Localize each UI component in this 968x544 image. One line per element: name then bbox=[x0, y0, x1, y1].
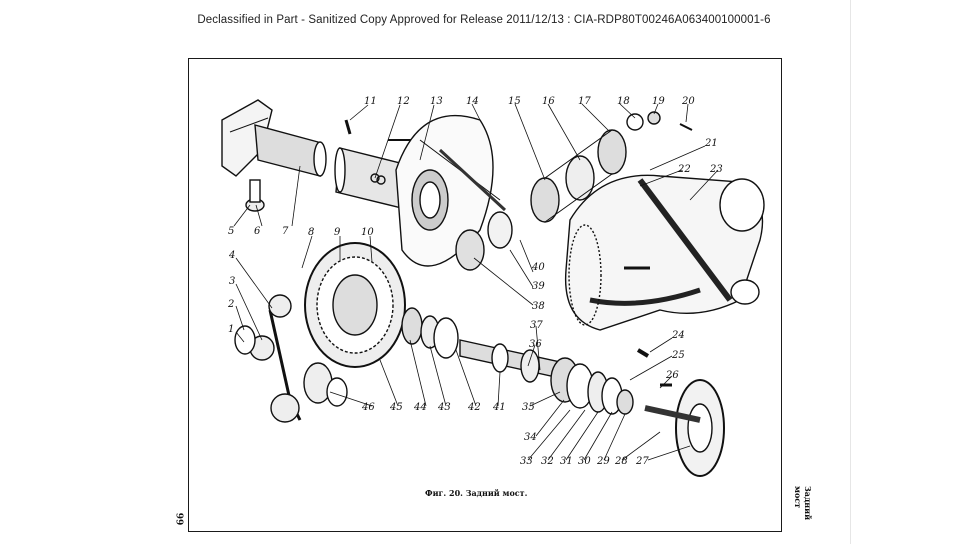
callout-26: 26 bbox=[665, 370, 679, 381]
callout-4: 4 bbox=[228, 250, 235, 261]
leader-lines bbox=[233, 103, 719, 461]
callout-17: 17 bbox=[578, 96, 591, 107]
callout-1: 1 bbox=[228, 324, 234, 335]
callout-19: 19 bbox=[652, 96, 665, 107]
running-header-vertical: Задний мост bbox=[793, 486, 813, 521]
drive-pinion-shaft bbox=[459, 339, 561, 383]
right-margin bbox=[850, 0, 968, 544]
callout-30: 30 bbox=[578, 456, 591, 467]
spider-gears bbox=[234, 294, 302, 423]
callout-24: 24 bbox=[671, 330, 685, 341]
callout-10: 10 bbox=[361, 227, 374, 238]
ring-gear bbox=[304, 242, 406, 368]
callout-9: 9 bbox=[334, 227, 341, 238]
callout-35: 35 bbox=[522, 402, 535, 413]
page-number: 99 bbox=[173, 512, 184, 526]
side-gear bbox=[303, 362, 348, 407]
callout-42: 42 bbox=[467, 402, 481, 413]
callout-37: 37 bbox=[530, 320, 543, 331]
left-margin bbox=[0, 0, 118, 544]
callout-40: 40 bbox=[531, 262, 545, 273]
callout-44: 44 bbox=[413, 402, 427, 413]
callout-8: 8 bbox=[308, 227, 314, 238]
callout-21: 21 bbox=[704, 138, 718, 149]
callout-7: 7 bbox=[282, 226, 289, 237]
figure-frame bbox=[188, 58, 782, 532]
callout-25: 25 bbox=[671, 350, 685, 361]
breather-cap bbox=[245, 179, 265, 212]
callout-27: 27 bbox=[635, 456, 649, 467]
callout-31: 31 bbox=[560, 456, 573, 467]
callout-33: 33 bbox=[520, 456, 533, 467]
spacer-rings bbox=[401, 307, 459, 359]
callout-2: 2 bbox=[227, 299, 234, 310]
callout-labels: 11 12 13 14 15 16 17 18 19 20 21 22 23 5… bbox=[227, 96, 723, 467]
callout-41: 41 bbox=[492, 402, 506, 413]
callout-3: 3 bbox=[229, 276, 235, 287]
callout-32: 32 bbox=[541, 456, 554, 467]
differential-carrier-housing bbox=[564, 174, 765, 331]
callout-16: 16 bbox=[542, 96, 555, 107]
callout-13: 13 bbox=[430, 96, 443, 107]
flange-cover bbox=[395, 114, 507, 267]
callout-5: 5 bbox=[228, 226, 234, 237]
callout-28: 28 bbox=[614, 456, 628, 467]
declassification-header: Declassified in Part - Sanitized Copy Ap… bbox=[197, 14, 771, 26]
callout-22: 22 bbox=[677, 164, 691, 175]
callout-18: 18 bbox=[617, 96, 630, 107]
drive-flange bbox=[636, 348, 725, 477]
callout-23: 23 bbox=[709, 164, 723, 175]
callout-45: 45 bbox=[389, 402, 403, 413]
callout-12: 12 bbox=[397, 96, 410, 107]
callout-36: 36 bbox=[529, 339, 542, 350]
callout-15: 15 bbox=[508, 96, 521, 107]
bearing-seal-stack bbox=[550, 357, 634, 415]
callout-29: 29 bbox=[596, 456, 610, 467]
callout-46: 46 bbox=[361, 402, 375, 413]
callout-14: 14 bbox=[466, 96, 479, 107]
small-fasteners bbox=[344, 111, 693, 135]
axle-tube-housing bbox=[221, 99, 327, 177]
callout-34: 34 bbox=[524, 432, 537, 443]
callout-6: 6 bbox=[254, 226, 261, 237]
figure-caption: Фиг. 20. Задний мост. bbox=[425, 488, 528, 498]
callout-43: 43 bbox=[437, 402, 451, 413]
callout-11: 11 bbox=[364, 96, 377, 107]
callout-38: 38 bbox=[532, 301, 545, 312]
callout-20: 20 bbox=[681, 96, 695, 107]
callout-39: 39 bbox=[532, 281, 545, 292]
